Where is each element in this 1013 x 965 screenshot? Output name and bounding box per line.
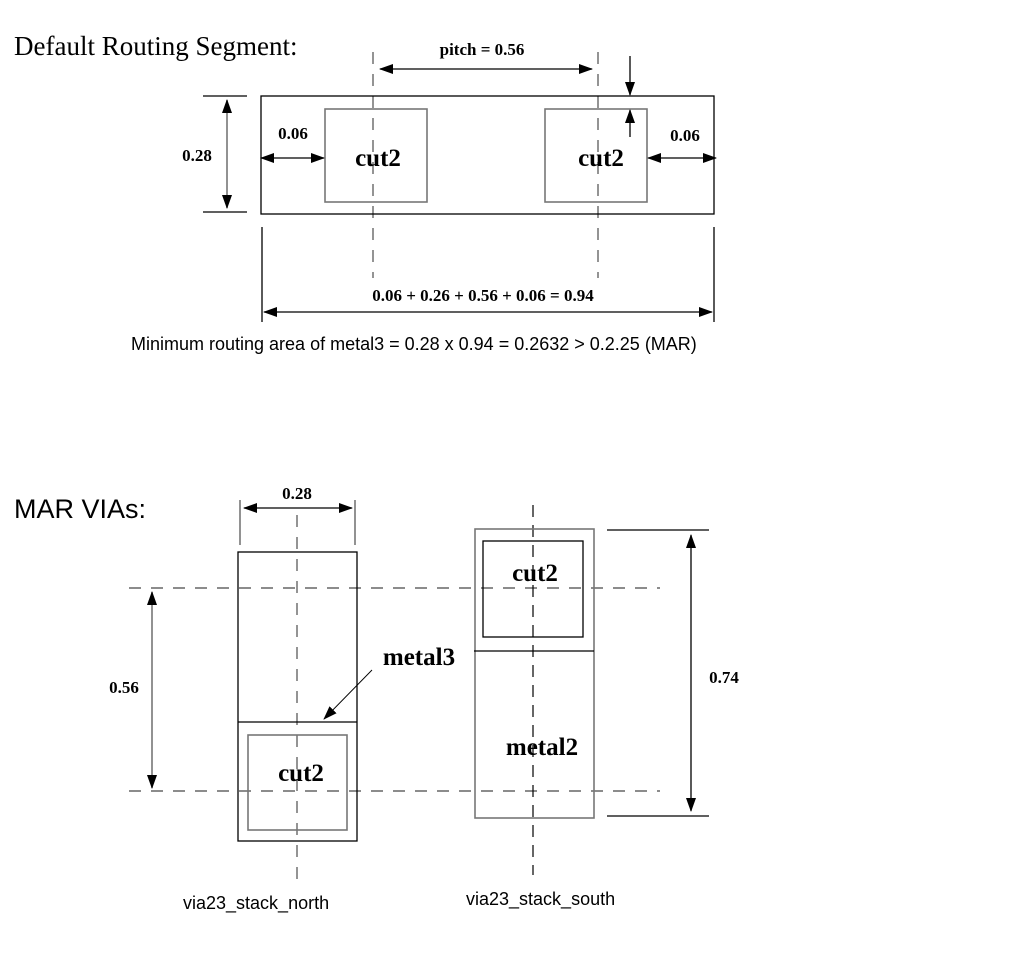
metal3-callout: metal3 — [323, 644, 455, 720]
via23-stack-south: cut2 metal2 — [474, 505, 595, 875]
cut2-left-label: cut2 — [355, 145, 401, 172]
north-cut2-box — [247, 734, 348, 831]
height-label: 0.28 — [182, 146, 212, 165]
north-width-label: 0.28 — [282, 484, 312, 503]
south-cut2-box — [482, 540, 584, 638]
right-enclosure-dimension: 0.06 — [647, 126, 717, 163]
north-metal3-rect — [237, 551, 358, 842]
via-height-label: 0.74 — [709, 668, 739, 687]
pitch-dimension: pitch = 0.56 — [379, 40, 593, 74]
section-title-default-routing: Default Routing Segment: — [14, 31, 297, 61]
spacing-dimension: 0.56 — [109, 591, 157, 789]
right-enclosure-label: 0.06 — [670, 126, 700, 145]
north-cut2-label: cut2 — [278, 760, 324, 787]
total-width-label: 0.06 + 0.26 + 0.56 + 0.06 = 0.94 — [372, 286, 594, 305]
metal3-label: metal3 — [383, 644, 455, 671]
south-cut2-label: cut2 — [512, 560, 558, 587]
section-title-mar-vias: MAR VIAs: — [14, 494, 146, 524]
area-note: Minimum routing area of metal3 = 0.28 x … — [131, 334, 697, 354]
left-enclosure-label: 0.06 — [278, 124, 308, 143]
south-caption: via23_stack_south — [466, 889, 615, 910]
pitch-label: pitch = 0.56 — [440, 40, 525, 59]
left-enclosure-dimension: 0.06 — [260, 124, 325, 163]
north-caption: via23_stack_north — [183, 893, 329, 914]
metal2-label: metal2 — [506, 734, 578, 761]
via-height-dimension: 0.74 — [607, 529, 739, 817]
south-metal2-rect — [474, 528, 595, 819]
via23-stack-north: 0.28 cut2 — [237, 484, 358, 885]
cut2-left-box — [324, 108, 428, 203]
total-width-dimension: 0.06 + 0.26 + 0.56 + 0.06 = 0.94 — [261, 227, 715, 322]
spacing-label: 0.56 — [109, 678, 139, 697]
cut2-right-label: cut2 — [578, 145, 624, 172]
height-dimension: 0.28 — [182, 95, 247, 213]
metal3-segment — [260, 95, 715, 215]
